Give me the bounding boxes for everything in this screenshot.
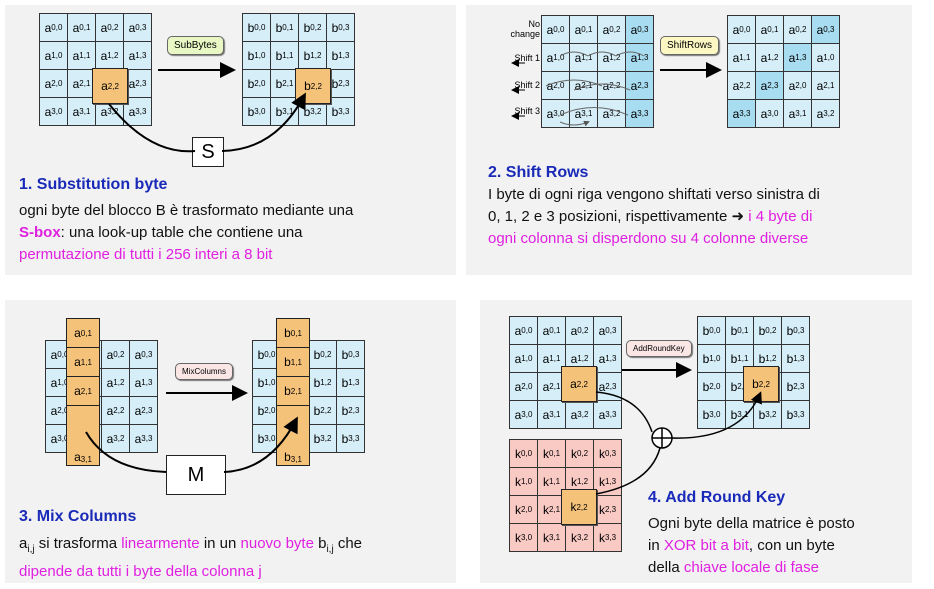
mix-curve bbox=[85, 420, 296, 473]
ark-curve-k bbox=[595, 447, 661, 495]
panel1-title: 1. Substitution byte bbox=[19, 176, 168, 193]
panel2-title: 2. Shift Rows bbox=[488, 164, 589, 181]
panel3-title: 3. Mix Columns bbox=[19, 508, 137, 525]
sbox-box: S bbox=[192, 137, 224, 167]
ark-curve-a bbox=[595, 391, 653, 433]
shift-label-2: Shift 2 bbox=[514, 80, 540, 90]
sbox-curve bbox=[108, 96, 304, 153]
panel1-description: ogni byte del blocco B è trasformato med… bbox=[19, 202, 354, 263]
shift-curves bbox=[545, 51, 645, 125]
panel3-description: ai,j si trasforma linearmente in un nuov… bbox=[19, 535, 363, 580]
shiftrows-tag: ShiftRows bbox=[660, 36, 720, 55]
shift-label-1: Shift 1 bbox=[514, 53, 540, 63]
panel2-description: I byte di ogni riga vengono shiftati ver… bbox=[488, 186, 820, 247]
addroundkey-tag: AddRoundKey bbox=[626, 340, 692, 357]
shift-label-3: Shift 3 bbox=[514, 106, 540, 116]
mixcolumns-tag: MixColumns bbox=[175, 363, 234, 380]
mix-matrix-box: M bbox=[166, 455, 226, 495]
ark-curve-out bbox=[671, 391, 762, 439]
subbytes-tag: SubBytes bbox=[167, 36, 224, 55]
panel4-title: 4. Add Round Key bbox=[648, 489, 786, 506]
panel4-description: Ogni byte della matrice è posto in XOR b… bbox=[648, 515, 855, 576]
